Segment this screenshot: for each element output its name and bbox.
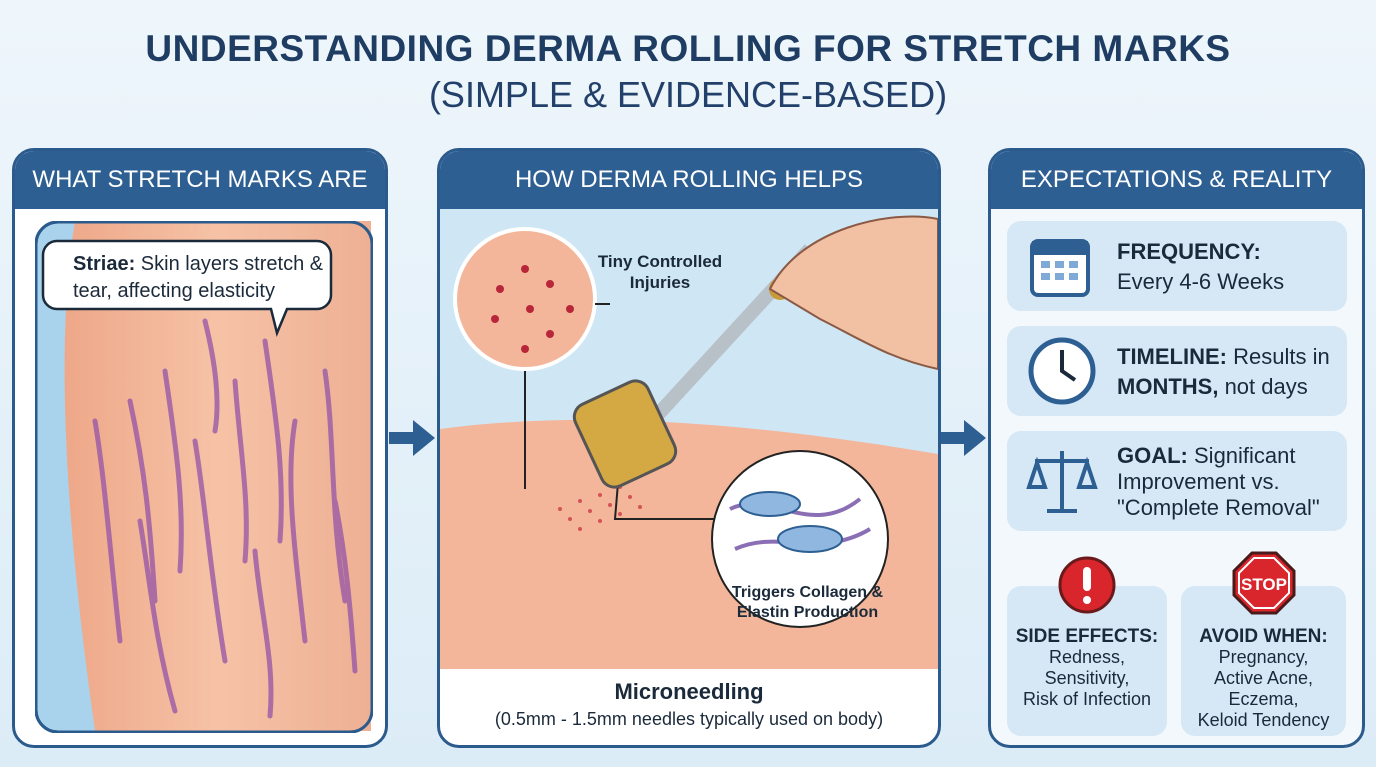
arrow-right-icon bbox=[389, 420, 435, 456]
side-effect-item: Sensitivity, bbox=[1044, 668, 1130, 688]
avoid-item: Keloid Tendency bbox=[1197, 710, 1330, 730]
card-title: GOAL: bbox=[1117, 443, 1188, 468]
card-emphasis: MONTHS, bbox=[1117, 374, 1219, 399]
card-goal: GOAL: Significant Improvement vs. "Compl… bbox=[1007, 431, 1347, 531]
side-effects-title: SIDE EFFECTS: bbox=[1015, 626, 1159, 647]
arrow-right-icon bbox=[940, 420, 986, 456]
label-injuries: Tiny Controlled Injuries bbox=[597, 252, 723, 292]
microneedling-illustration bbox=[440, 209, 938, 669]
side-effect-item: Redness, bbox=[1048, 647, 1126, 667]
bubble-term: Striae: bbox=[73, 253, 136, 275]
calendar-icon bbox=[1030, 239, 1090, 297]
card-title: TIMELINE: bbox=[1117, 344, 1227, 369]
panel-header: WHAT STRETCH MARKS ARE bbox=[15, 151, 385, 209]
exclamation-icon bbox=[1058, 556, 1116, 614]
stop-sign-text: STOP bbox=[1241, 575, 1287, 594]
label-collagen: Triggers Collagen & Elastin Production bbox=[731, 584, 884, 621]
card-frequency: FREQUENCY: Every 4-6 Weeks bbox=[1007, 221, 1347, 311]
speech-bubble: Striae: Skin layers stretch & tear, affe… bbox=[73, 251, 353, 305]
clock-icon bbox=[1028, 337, 1096, 405]
scale-icon bbox=[1026, 451, 1098, 513]
bubble-text: Skin layers stretch & tear, affecting el… bbox=[73, 253, 324, 302]
panel-expectations: EXPECTATIONS & REALITY FREQUENCY: Every 4… bbox=[988, 148, 1365, 748]
avoid-item: Pregnancy, bbox=[1218, 647, 1309, 667]
avoid-item: Eczema, bbox=[1228, 689, 1299, 709]
card-timeline: TIMELINE: Results in MONTHS, not days bbox=[1007, 326, 1347, 416]
avoid-item: Active Acne, bbox=[1213, 668, 1314, 688]
stop-sign-icon: STOP bbox=[1232, 551, 1296, 615]
caption-subtitle: (0.5mm - 1.5mm needles typically used on… bbox=[494, 709, 884, 729]
caption-title: Microneedling bbox=[614, 679, 764, 704]
card-title: FREQUENCY: bbox=[1117, 239, 1261, 264]
main-title: UNDERSTANDING DERMA ROLLING FOR STRETCH … bbox=[145, 28, 1231, 69]
stretch-marks-illustration bbox=[35, 221, 373, 733]
avoid-title: AVOID WHEN: bbox=[1199, 626, 1328, 647]
panel-stretch-marks: WHAT STRETCH MARKS ARE Striae: Skin laye… bbox=[12, 148, 388, 748]
card-text: Significant Improvement vs. "Complete Re… bbox=[1117, 443, 1320, 520]
subtitle: (SIMPLE & EVIDENCE-BASED) bbox=[428, 74, 948, 115]
panel-header: EXPECTATIONS & REALITY bbox=[991, 151, 1362, 209]
card-text: not days bbox=[1218, 374, 1308, 399]
card-text: Every 4-6 Weeks bbox=[1117, 269, 1285, 294]
side-effect-item: Risk of Infection bbox=[1022, 689, 1152, 709]
card-side-effects: SIDE EFFECTS: Redness, Sensitivity, Risk… bbox=[1007, 586, 1167, 736]
panel-header: HOW DERMA ROLLING HELPS bbox=[440, 151, 938, 209]
panel-derma-rolling: HOW DERMA ROLLING HELPS Tiny Controlled … bbox=[437, 148, 941, 748]
card-text: Results in bbox=[1227, 344, 1330, 369]
